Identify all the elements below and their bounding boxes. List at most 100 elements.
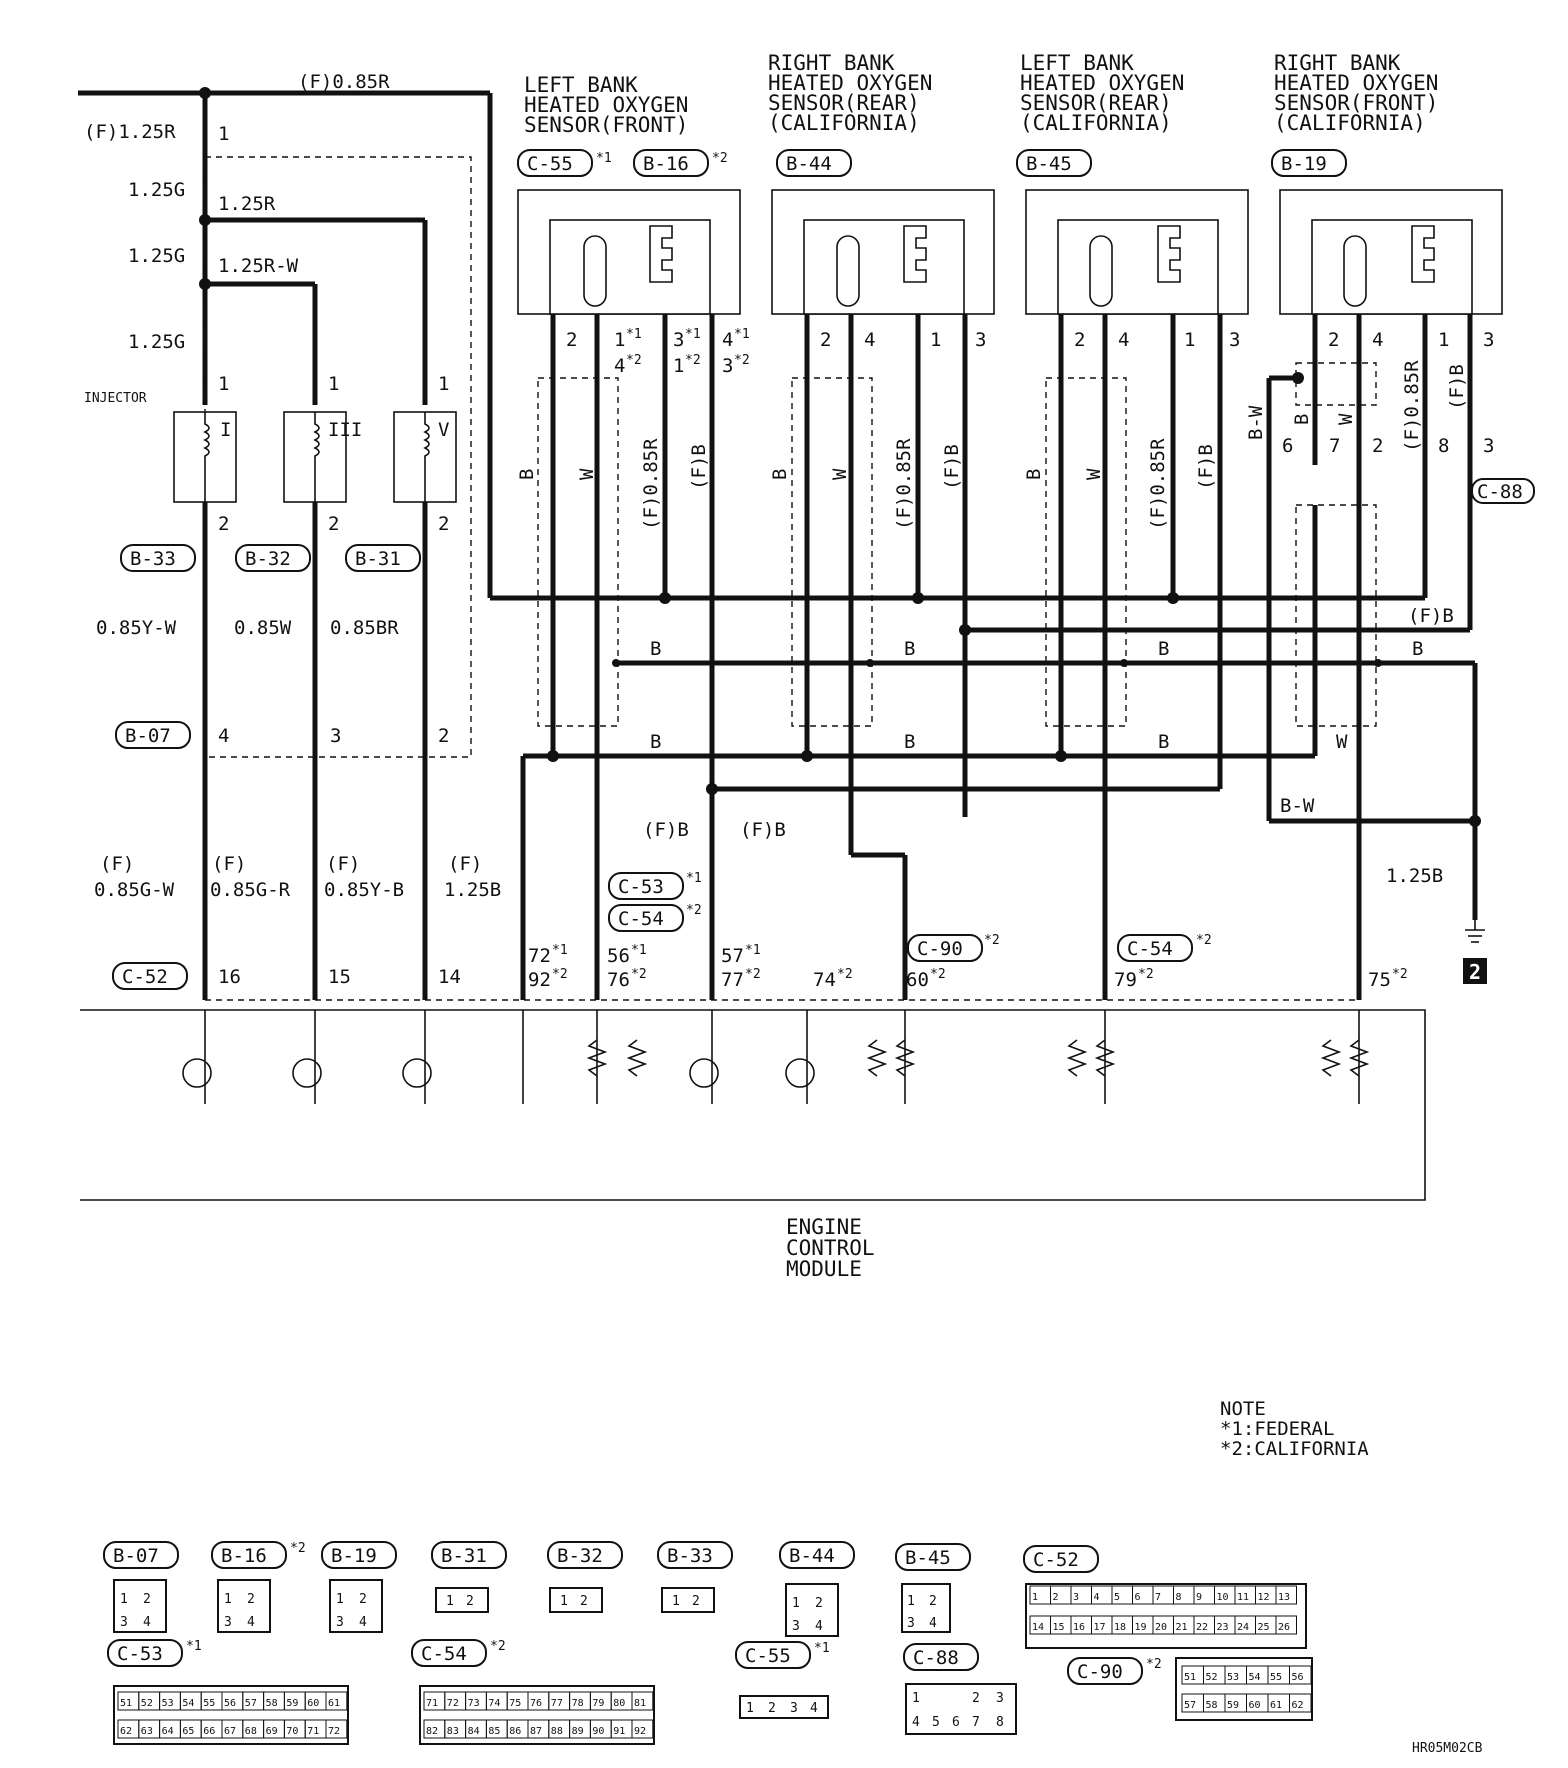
horizontal-wire-labels: (F)B B B B B B B B W B-W 1.25B (F)B (F)B [643,605,1454,887]
sensor-box-1 [517,189,741,315]
svg-text:60: 60 [906,969,929,991]
svg-text:W: W [1335,413,1357,425]
c90-bottom-pin: 59 [1227,1700,1239,1711]
svg-text:1: 1 [336,1592,344,1607]
svg-text:(F)B: (F)B [1446,364,1468,410]
c52-bottom-pin: 14 [1032,1622,1044,1633]
c53-bottom-pin: 65 [182,1726,194,1737]
svg-text:W: W [829,468,851,480]
svg-text:*2: *2 [1196,933,1212,948]
wire-label-f125r: (F)1.25R [84,121,176,143]
c53-bottom-pin: 70 [286,1726,298,1737]
svg-text:B: B [516,469,538,480]
svg-text:B: B [904,638,915,660]
svg-text:*1: *1 [552,943,568,958]
svg-text:MODULE: MODULE [786,1257,862,1281]
svg-text:C-54: C-54 [1127,938,1173,960]
wire-label-125r: 1.25R [218,193,276,215]
svg-text:*2: *2 [626,353,642,368]
wire-label-085yw: 0.85Y-W [96,617,177,639]
svg-text:B-07: B-07 [113,1545,159,1567]
sensor-pin-labels: 2 1*1 4*2 3*1 1*2 4*1 3*2 2 4 1 3 2 4 1 … [566,327,1494,457]
svg-text:C-53: C-53 [618,876,664,898]
sensor-title-1: LEFT BANK HEATED OXYGEN SENSOR(FRONT) [524,73,688,137]
svg-text:3: 3 [120,1615,128,1630]
svg-text:1: 1 [446,1594,454,1609]
svg-text:LEFT BANK: LEFT BANK [1020,51,1134,75]
svg-text:RIGHT BANK: RIGHT BANK [1274,51,1401,75]
svg-text:HEATED OXYGEN: HEATED OXYGEN [768,71,932,95]
wire-label-085br: 0.85BR [330,617,399,639]
cv-c53: C-53*1 [107,1639,349,1745]
svg-text:2: 2 [247,1592,255,1607]
c54-top-pin: 81 [634,1698,646,1709]
svg-text:4: 4 [1372,329,1383,351]
svg-text:8: 8 [996,1715,1004,1730]
svg-text:(CALIFORNIA): (CALIFORNIA) [768,111,920,135]
c54-bottom-pin: 88 [551,1726,563,1737]
svg-text:*2: *2 [712,151,728,166]
injector-mark-iii: III [328,419,362,441]
svg-text:(F): (F) [100,853,134,875]
svg-text:1: 1 [1438,329,1449,351]
connector-tag-b33: B-33 [120,544,196,572]
svg-text:(F): (F) [448,853,482,875]
svg-text:C-54: C-54 [421,1643,467,1665]
svg-text:*2: *2 [490,1639,506,1654]
c52-bottom-pin: 25 [1258,1622,1270,1633]
svg-text:B-31: B-31 [355,548,401,570]
svg-text:C-88: C-88 [1477,481,1523,503]
c54-top-pin: 74 [488,1698,500,1709]
svg-text:4: 4 [815,1619,823,1634]
svg-text:14: 14 [438,966,461,988]
svg-text:*1: *1 [631,943,647,958]
svg-text:C-54: C-54 [618,908,664,930]
svg-text:*2: *2 [290,1541,306,1556]
sensor-wires [490,314,1481,1000]
svg-text:B: B [1412,638,1423,660]
svg-text:B-44: B-44 [786,153,832,175]
c54-bottom-pin: 86 [509,1726,521,1737]
svg-text:7: 7 [1329,435,1340,457]
svg-text:(F)0.85R: (F)0.85R [1147,438,1169,530]
c90-top-pin: 53 [1227,1672,1239,1683]
svg-text:C-90: C-90 [917,938,963,960]
svg-text:2: 2 [1372,435,1383,457]
c90-bottom-pin: 62 [1292,1700,1304,1711]
svg-text:B-31: B-31 [441,1545,487,1567]
svg-text:74: 74 [813,969,836,991]
c53-top-pin: 55 [203,1698,215,1709]
injector-mark-v: V [438,419,449,441]
c54-top-pin-cell [631,1691,654,1711]
svg-text:3: 3 [907,1616,915,1631]
connector-tag-b32: B-32 [235,544,311,572]
c53-top-pin: 53 [162,1698,174,1709]
svg-text:(CALIFORNIA): (CALIFORNIA) [1274,111,1426,135]
svg-text:*2: *2 [1146,1657,1162,1672]
svg-text:RIGHT BANK: RIGHT BANK [768,51,895,75]
svg-text:HEATED OXYGEN: HEATED OXYGEN [524,93,688,117]
c90-bottom-pin: 58 [1206,1700,1218,1711]
connector-tag-c88: C-88 [1471,478,1535,504]
c52-top-pin: 2 [1053,1592,1059,1603]
wire-label-085yb: 0.85Y-B [324,879,404,901]
svg-text:B: B [1158,638,1169,660]
svg-text:1: 1 [930,329,941,351]
svg-text:SENSOR(FRONT): SENSOR(FRONT) [1274,91,1438,115]
sensor-title-4: RIGHT BANK HEATED OXYGEN SENSOR(FRONT) (… [1274,51,1438,135]
svg-text:5: 5 [932,1715,940,1730]
sensor-box-4 [1279,189,1503,315]
svg-text:4: 4 [614,355,625,377]
svg-text:LEFT BANK: LEFT BANK [524,73,638,97]
svg-text:2: 2 [580,1594,588,1609]
svg-text:1: 1 [218,373,229,395]
svg-text:4: 4 [864,329,875,351]
c53-top-pin: 56 [224,1698,236,1709]
svg-text:2: 2 [328,513,339,535]
c90-bottom-pin-cell [1289,1693,1312,1713]
c54-top-pin: 77 [551,1698,563,1709]
svg-text:HEATED OXYGEN: HEATED OXYGEN [1274,71,1438,95]
